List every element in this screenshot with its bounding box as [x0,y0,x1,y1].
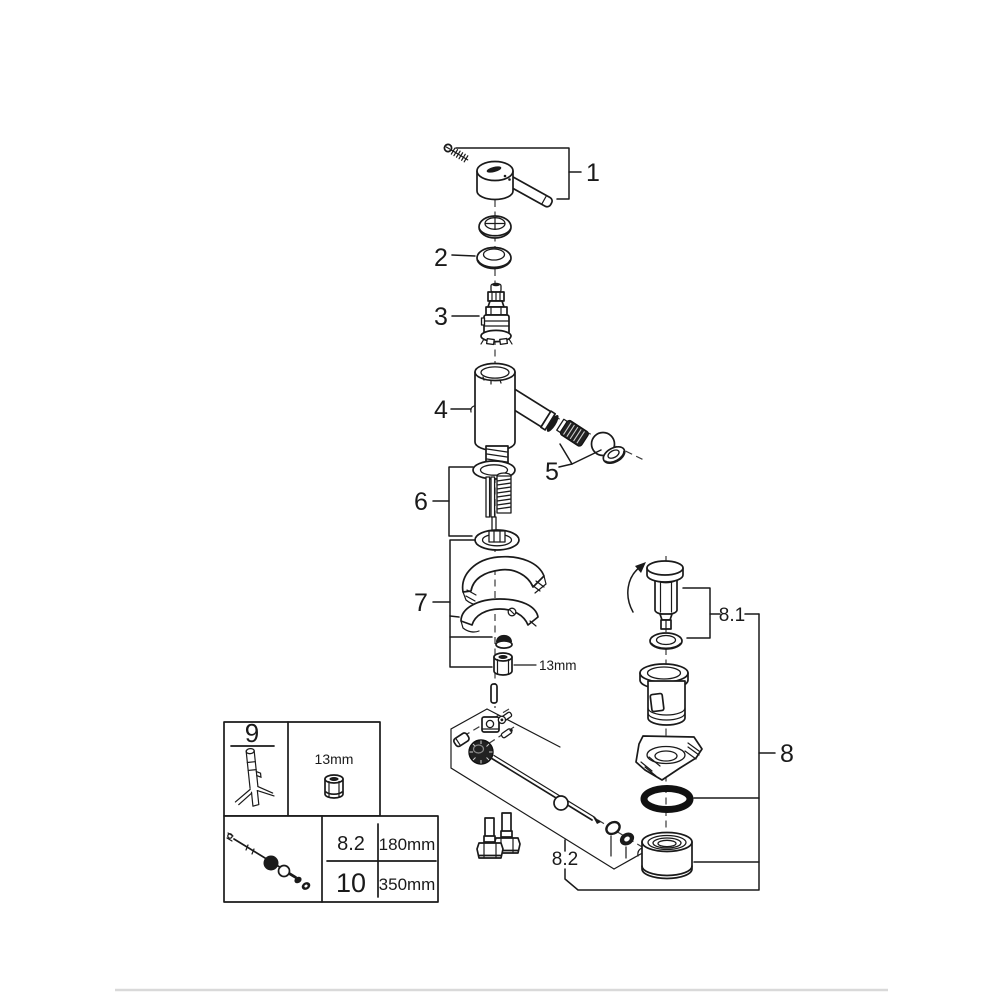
socket-pin [490,683,498,704]
callout-7-label: 7 [414,589,428,617]
callout-bracket-7 [449,539,493,668]
dome-cap-ring [478,215,512,239]
plug-seal-ring [649,632,683,650]
callout-2-label: 2 [434,244,448,272]
rod-kit-icon [226,832,311,890]
callout-1-label: 1 [586,159,600,187]
wedge-washer-lower [460,598,539,633]
hex-nut [493,652,513,676]
table-tool-ref-label: 9 [245,718,259,748]
socket-nut-icon [324,774,344,799]
pop-up-plug [627,560,684,630]
faucet-body: 4 [434,362,559,468]
set-screw-icon [443,143,469,163]
pivot-clevis [481,716,500,733]
pop-up-rod-assembly: 8.2 [450,708,647,870]
handle-assembly: 1 [443,143,600,239]
cartridge: 3 [434,282,513,346]
drain-lower-body [637,831,693,880]
body-clip-tab [470,405,475,413]
dome-nut [495,634,513,649]
aerator-spray-outlet: 5 [545,418,626,486]
rod-oring [605,820,621,836]
table-row1-ref: 8.2 [337,833,365,855]
callout-6-label: 6 [414,488,428,516]
callout-bracket-6 [448,466,474,537]
fixing-washer-set: 7 13mm [414,539,577,676]
callout-8-1-label: 8.1 [719,605,745,626]
table-row2-length: 350mm [379,875,436,894]
callout-8-label: 8 [780,740,794,768]
spec-table: 9 13mm [223,718,439,903]
supply-hoses [476,812,521,859]
base-oring [474,529,520,551]
table-row1-length: 180mm [379,835,436,854]
lever-handle [476,160,553,208]
wedge-gasket [635,735,703,781]
drain-waste-set: 8.1 8 [564,560,794,891]
assembly-outline [450,708,615,870]
callout-bracket-8-1 [682,587,711,639]
lift-rod [490,754,601,824]
drain-oring [640,785,694,813]
callout-4-label: 4 [434,396,448,424]
escutcheon-ring: 2 [434,244,512,272]
wrench-size-label: 13mm [539,658,577,673]
stud-spring [496,472,512,514]
rod-washer [619,832,635,846]
callout-bracket-1 [455,147,570,200]
mounting-stud-set: 6 [414,460,520,551]
callout-3-label: 3 [434,303,448,331]
wedge-washer-upper [461,555,547,606]
knurled-nut [468,739,494,765]
drain-flange-body [639,663,689,726]
pivot-screw-2 [500,728,513,739]
pivot-screw [497,711,513,725]
table-socket-size-label: 13mm [315,751,354,767]
callout-5-label: 5 [545,458,559,486]
rotate-arrow-icon [635,562,646,573]
spacer-sleeve [452,732,470,748]
table-row2-ref: 10 [336,868,366,898]
callout-8-2-label: 8.2 [552,849,578,870]
mounting-tool-icon [234,747,275,807]
